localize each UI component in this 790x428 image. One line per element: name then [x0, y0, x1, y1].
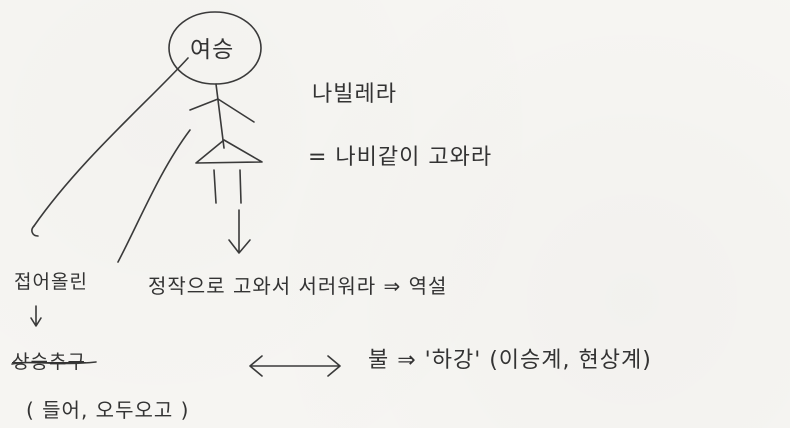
scarf-line-outer [33, 57, 189, 227]
figure-leg-left [213, 169, 217, 204]
meaning-note: = 나비같이 고와라 [308, 145, 493, 170]
word-nabillera: 나빌레라 [312, 82, 397, 107]
rising-note: 상승추구 [12, 351, 86, 373]
figure-leg-right [239, 169, 242, 204]
head-label: 여승 [190, 37, 235, 63]
strike-scribble [11, 361, 97, 365]
figure-skirt [195, 139, 263, 164]
figure-arms [189, 98, 255, 123]
folded-note: 접어올린 [14, 271, 88, 293]
falling-note: 불 ⇒ '하강' (이승계, 현상계) [368, 348, 652, 373]
double-arrow [249, 355, 341, 377]
head-circle [168, 11, 262, 85]
down-arrow-figure [228, 209, 251, 254]
scarf-end [31, 225, 39, 237]
parenthetical-note: ( 들어, 오두오고 ) [26, 398, 190, 422]
down-arrow-small [30, 305, 42, 327]
scarf-line-inner [117, 129, 191, 263]
figure-body [215, 83, 225, 149]
main-note: 정작으로 고와서 서러워라 ⇒ 역설 [148, 274, 448, 298]
